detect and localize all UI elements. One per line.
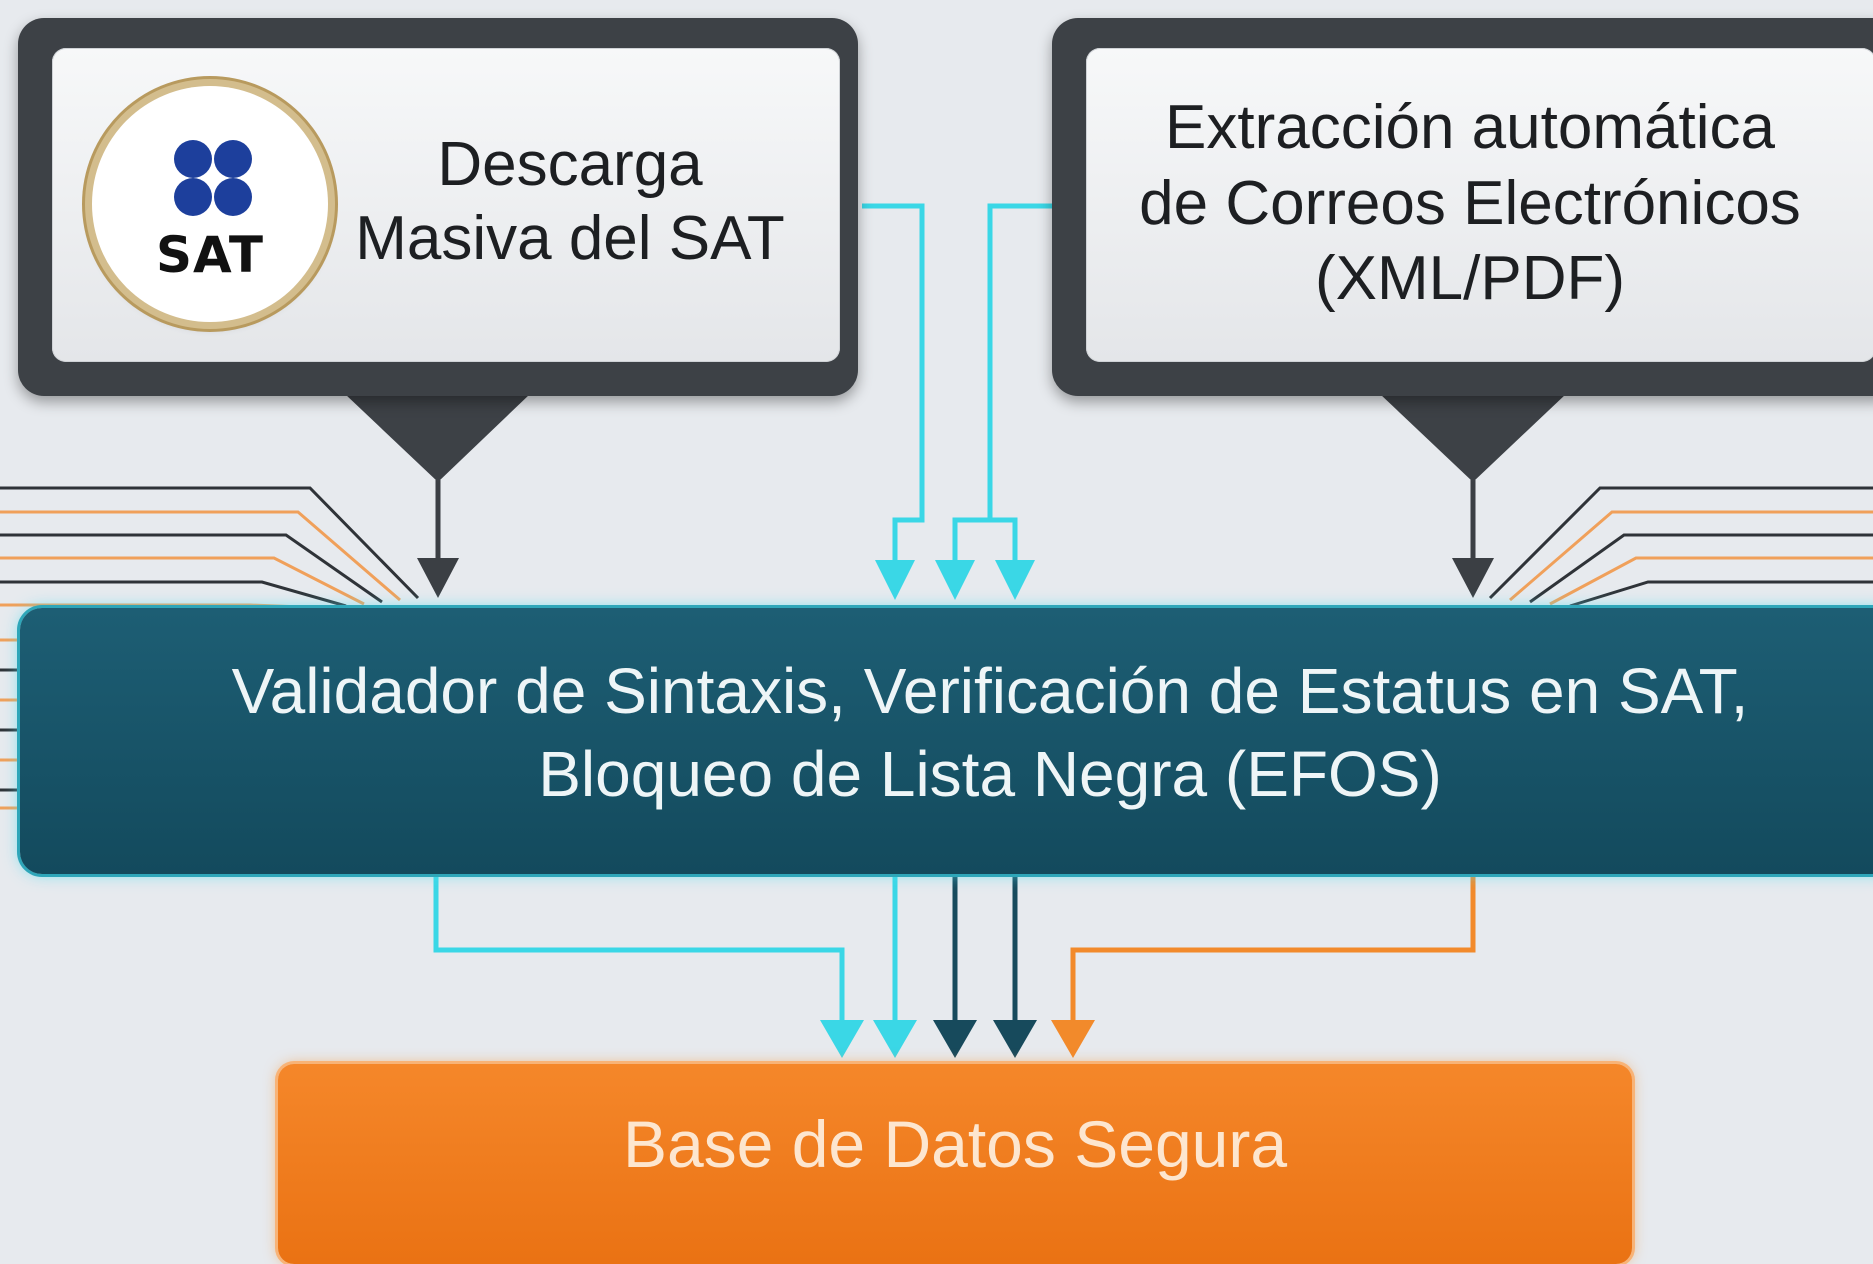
left-side-lines bbox=[0, 486, 420, 610]
email-extraction-callout bbox=[1052, 18, 1873, 396]
side-line bbox=[0, 510, 401, 602]
arrowhead bbox=[820, 1020, 864, 1058]
arrowhead bbox=[993, 1020, 1037, 1058]
sat-logo-dot bbox=[214, 178, 252, 216]
email-to-validator-arrow bbox=[1452, 480, 1494, 598]
email-callout-pointer bbox=[1380, 394, 1566, 482]
validator-text-line: Validador de Sintaxis, Verificación de E… bbox=[231, 655, 1749, 727]
side-line bbox=[1569, 580, 1873, 608]
output-arrowheads bbox=[820, 1020, 1095, 1058]
sat-logo-dot bbox=[174, 178, 212, 216]
sat-download-callout bbox=[18, 18, 858, 396]
output-lines bbox=[433, 874, 1476, 1020]
validator-box: Validador de Sintaxis, Verificación de E… bbox=[20, 608, 1873, 874]
side-line bbox=[1509, 510, 1873, 602]
sat-download-title-line: Descarga bbox=[437, 130, 703, 199]
right-side-lines bbox=[1488, 486, 1873, 608]
email-extraction-title-line: Extracción automática bbox=[1165, 93, 1775, 162]
teal-input-lines bbox=[862, 203, 1052, 560]
arrowhead bbox=[933, 1020, 977, 1058]
side-line bbox=[1529, 533, 1873, 604]
arrowhead bbox=[875, 560, 915, 600]
arrowhead bbox=[1051, 1020, 1095, 1058]
validator-text: Validador de Sintaxis, Verificación de E… bbox=[20, 650, 1873, 816]
sat-logo-text: SAT bbox=[156, 226, 264, 284]
sat-logo: SAT bbox=[92, 86, 328, 322]
secure-database-box: Base de Datos Segura bbox=[278, 1064, 1632, 1264]
validator-text-line: Bloqueo de Lista Negra (EFOS) bbox=[538, 738, 1442, 811]
secure-database-label: Base de Datos Segura bbox=[622, 1107, 1288, 1181]
email-extraction-title-line: (XML/PDF) bbox=[1315, 244, 1625, 314]
email-extraction-title-line: de Correos Electrónicos bbox=[1139, 168, 1801, 238]
connectors-layer bbox=[0, 203, 1873, 1058]
side-line bbox=[1549, 556, 1873, 606]
sat-to-validator-arrow bbox=[417, 480, 459, 598]
side-line bbox=[0, 556, 365, 606]
sat-logo-dot bbox=[214, 140, 252, 178]
arrowhead bbox=[873, 1020, 917, 1058]
side-line bbox=[0, 533, 383, 604]
arrowhead bbox=[935, 560, 975, 600]
email-extraction-title: Extracción automática de Correos Electró… bbox=[1100, 90, 1840, 317]
sat-logo-dot bbox=[174, 140, 212, 178]
arrowhead bbox=[995, 560, 1035, 600]
sat-download-title-line: Masiva del SAT bbox=[355, 204, 785, 274]
validator-left-ticks bbox=[0, 638, 20, 810]
side-line bbox=[0, 486, 420, 600]
side-line bbox=[0, 580, 347, 608]
side-line bbox=[0, 603, 329, 610]
email-extraction-panel bbox=[1086, 48, 1873, 362]
diagram-canvas: SAT Descarga Masiva del SAT Extracción a… bbox=[0, 18, 1873, 1264]
sat-callout-pointer bbox=[345, 394, 530, 482]
sat-download-title: Descarga Masiva del SAT bbox=[350, 128, 790, 277]
teal-input-arrowheads bbox=[875, 560, 1035, 600]
side-line bbox=[1488, 486, 1873, 600]
